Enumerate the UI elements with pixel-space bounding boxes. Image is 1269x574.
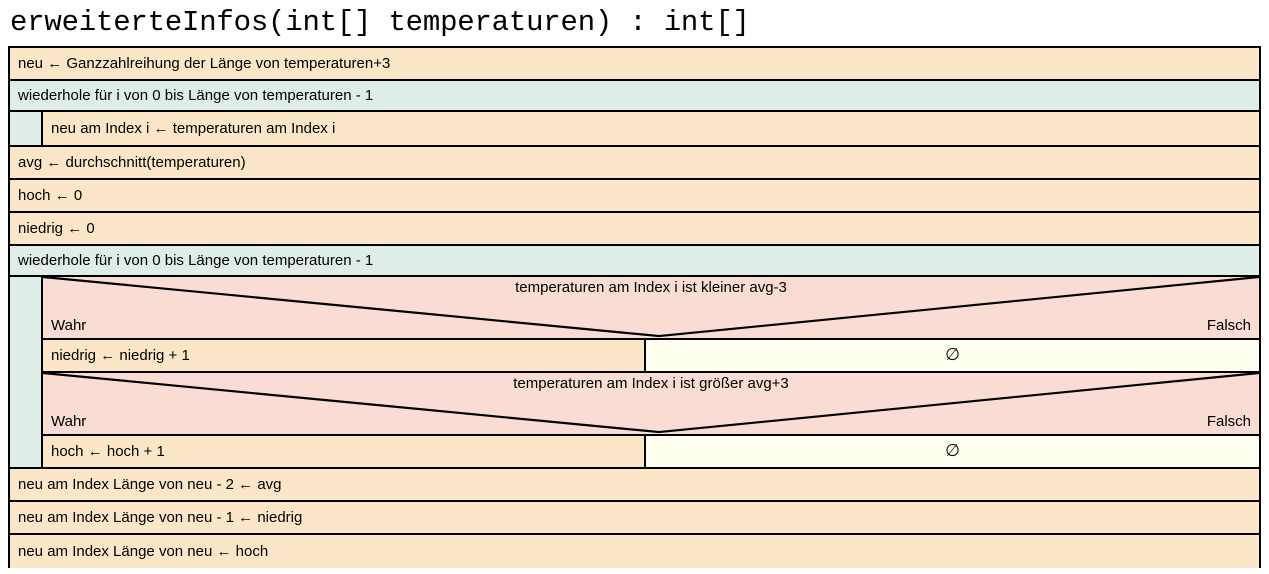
statement-text: niedrig ← 0 [18, 220, 95, 237]
loop-copy-body: neu am Index i ← temperaturen am Index i [41, 112, 1259, 145]
loop-copy-header[interactable]: wiederhole für i von 0 bis Länge von tem… [10, 81, 1259, 112]
condition-low-branches: niedrig ← niedrig + 1 ∅ [43, 340, 1259, 371]
diagram-body: neu ← Ganzzahlreihung der Länge von temp… [8, 46, 1261, 568]
condition-high-true-label: Wahr [51, 413, 87, 430]
condition-high-false-branch[interactable]: ∅ [646, 436, 1259, 467]
condition-high[interactable]: temperaturen am Index i ist größer avg+3… [43, 373, 1259, 467]
statement-set-niedrig[interactable]: neu am Index Länge von neu - 1 ← niedrig [10, 502, 1259, 535]
statement-text: avg ← durchschnitt(temperaturen) [18, 154, 246, 171]
decision-diamond-icon [43, 277, 1259, 338]
condition-high-false-label: Falsch [1206, 413, 1251, 430]
condition-low-true-branch[interactable]: niedrig ← niedrig + 1 [43, 340, 646, 371]
statement-text: neu ← Ganzzahlreihung der Länge von temp… [18, 55, 391, 72]
condition-low-true-label: Wahr [51, 317, 87, 334]
empty-statement-icon: ∅ [945, 345, 960, 365]
loop-count[interactable]: wiederhole für i von 0 bis Länge von tem… [10, 246, 1259, 469]
statement-set-avg[interactable]: neu am Index Länge von neu - 2 ← avg [10, 469, 1259, 502]
statement-text: neu am Index i ← temperaturen am Index i [51, 120, 336, 137]
statement-text: hoch ← 0 [18, 187, 83, 204]
empty-statement-icon: ∅ [945, 441, 960, 461]
statement-niedrig-init[interactable]: niedrig ← 0 [10, 213, 1259, 246]
statement-text: niedrig ← niedrig + 1 [51, 347, 190, 364]
loop-count-header[interactable]: wiederhole für i von 0 bis Länge von tem… [10, 246, 1259, 277]
statement-text: neu am Index Länge von neu - 2 ← avg [18, 476, 282, 493]
statement-text: hoch ← hoch + 1 [51, 443, 165, 460]
condition-low[interactable]: temperaturen am Index i ist kleiner avg-… [43, 277, 1259, 373]
condition-high-true-branch[interactable]: hoch ← hoch + 1 [43, 436, 646, 467]
condition-low-false-label: Falsch [1206, 317, 1251, 334]
statement-avg[interactable]: avg ← durchschnitt(temperaturen) [10, 147, 1259, 180]
loop-header-text: wiederhole für i von 0 bis Länge von tem… [18, 87, 374, 104]
statement-set-hoch[interactable]: neu am Index Länge von neu ← hoch [10, 535, 1259, 568]
statement-text: neu am Index Länge von neu ← hoch [18, 543, 269, 560]
condition-low-false-branch[interactable]: ∅ [646, 340, 1259, 371]
loop-count-body: temperaturen am Index i ist kleiner avg-… [41, 277, 1259, 467]
loop-header-text: wiederhole für i von 0 bis Länge von tem… [18, 252, 374, 269]
condition-low-head: temperaturen am Index i ist kleiner avg-… [43, 277, 1259, 340]
condition-high-head: temperaturen am Index i ist größer avg+3… [43, 373, 1259, 436]
loop-copy[interactable]: wiederhole für i von 0 bis Länge von tem… [10, 81, 1259, 147]
statement-init-array[interactable]: neu ← Ganzzahlreihung der Länge von temp… [10, 48, 1259, 81]
condition-high-branches: hoch ← hoch + 1 ∅ [43, 436, 1259, 467]
decision-diamond-icon [43, 373, 1259, 434]
statement-text: neu am Index Länge von neu - 1 ← niedrig [18, 509, 303, 526]
diagram-title: erweiterteInfos(int[] temperaturen) : in… [10, 6, 750, 39]
statement-hoch-init[interactable]: hoch ← 0 [10, 180, 1259, 213]
statement-copy-element[interactable]: neu am Index i ← temperaturen am Index i [43, 112, 1259, 145]
